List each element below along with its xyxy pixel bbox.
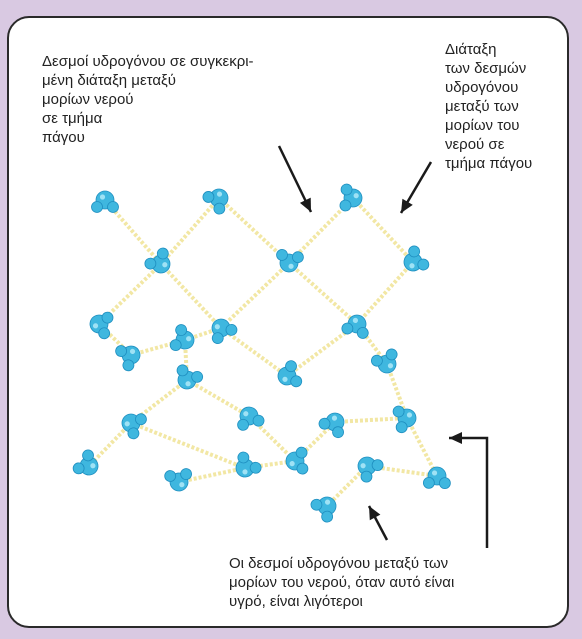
water-molecule-icon [121,413,147,440]
water-molecule-icon [357,456,384,483]
hydrogen-bond-line [159,262,223,330]
water-molecule-icon [115,345,141,372]
water-molecule-icon [276,249,304,273]
water-molecule-icon [202,188,229,215]
water-molecule-icon [371,348,398,374]
hydrogen-bond-line [287,261,359,326]
hydrogen-bond-line [130,421,246,470]
water-molecule-icon [237,406,265,431]
water-molecule-icon [310,496,337,523]
arrows-layer [277,145,489,548]
water-molecule-icon [285,446,309,475]
label-ice-ordered-bonds: Δεσμοί υδρογόνου σε συγκεκρι- μένη διάτα… [42,53,254,146]
water-molecule-icon [144,247,171,274]
hydrogen-bond-line [217,196,291,265]
hydrogen-bond-line [219,261,291,330]
water-molecules-diagram [72,145,489,548]
hydrogen-bond-line [129,378,189,425]
hydrogen-bond-line [334,416,408,424]
water-molecule-icon [392,405,417,434]
hydrogen-bond-line [87,421,133,468]
hydrogen-bond-line [405,417,439,477]
arrow-to-liquid-bonds-center [367,505,389,541]
hydrogen-bond-line [103,198,163,266]
label-ice-bond-arrangement: Διάταξη των δεσμών υδρογόνου μεταξύ των … [445,41,533,172]
water-molecule-icon [235,451,262,478]
water-molecule-icon [341,314,369,339]
hydrogen-bond-line [219,326,289,378]
label-liquid-fewer-bonds: Οι δεσμοί υδρογόνου μεταξύ των μορίων το… [229,555,455,610]
water-molecules-layer [72,183,451,523]
arrow-to-ice-arrangement [399,161,433,214]
water-molecule-icon [422,466,451,490]
water-molecule-icon [339,183,363,212]
arrow-to-liquid-bonds-right [449,432,489,548]
hydrogen-bond-line [355,260,415,326]
diagram-panel: Δεσμοί υδρογόνου σε συγκεκρι- μένη διάτα… [7,16,569,628]
hydrogen-bond-line [185,378,251,418]
water-molecule-icon [91,190,119,213]
water-molecule-icon [72,449,99,476]
water-molecule-icon [169,324,195,352]
water-molecule-icon [318,412,345,439]
water-molecule-icon [211,318,238,345]
water-molecule-icon [277,360,303,388]
arrow-to-ice-bonds [277,145,313,213]
hydrogen-bonds-layer [87,196,439,508]
water-molecule-icon [164,468,192,492]
hydrogen-bond-line [159,196,221,266]
hydrogen-bond-line [325,464,369,508]
hydrogen-bond-line [178,466,246,484]
water-molecule-icon [89,311,114,340]
water-molecule-icon [176,364,204,390]
water-molecule-icon [403,245,430,272]
